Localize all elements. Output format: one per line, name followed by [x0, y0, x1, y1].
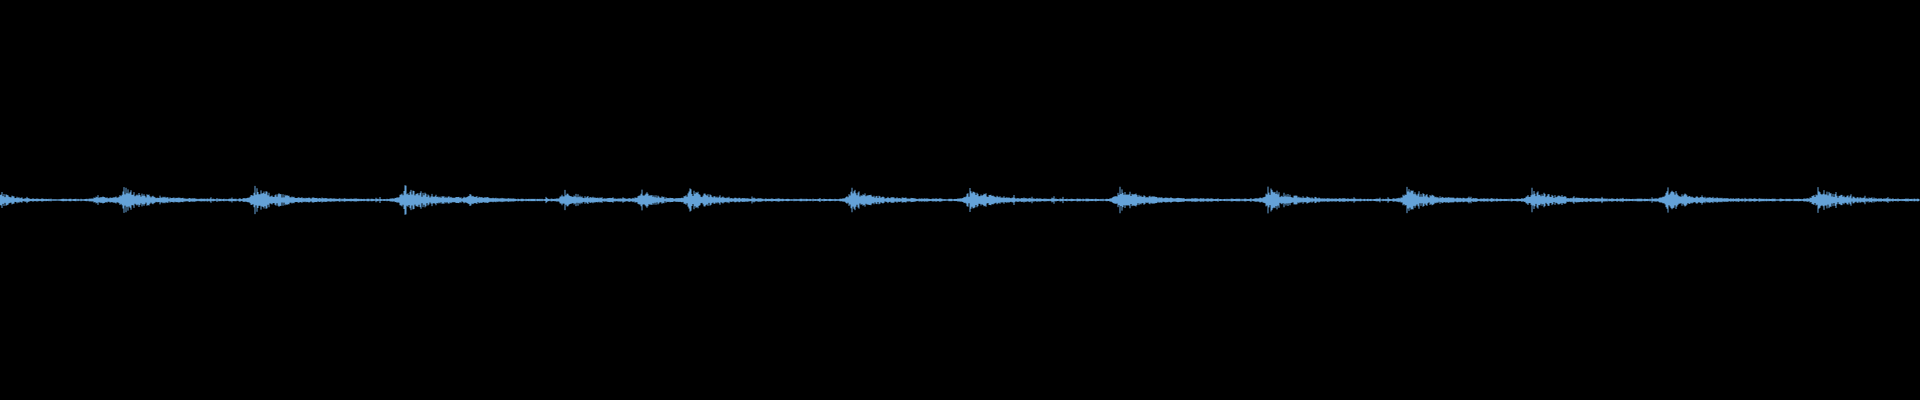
waveform-trace — [0, 185, 1920, 215]
